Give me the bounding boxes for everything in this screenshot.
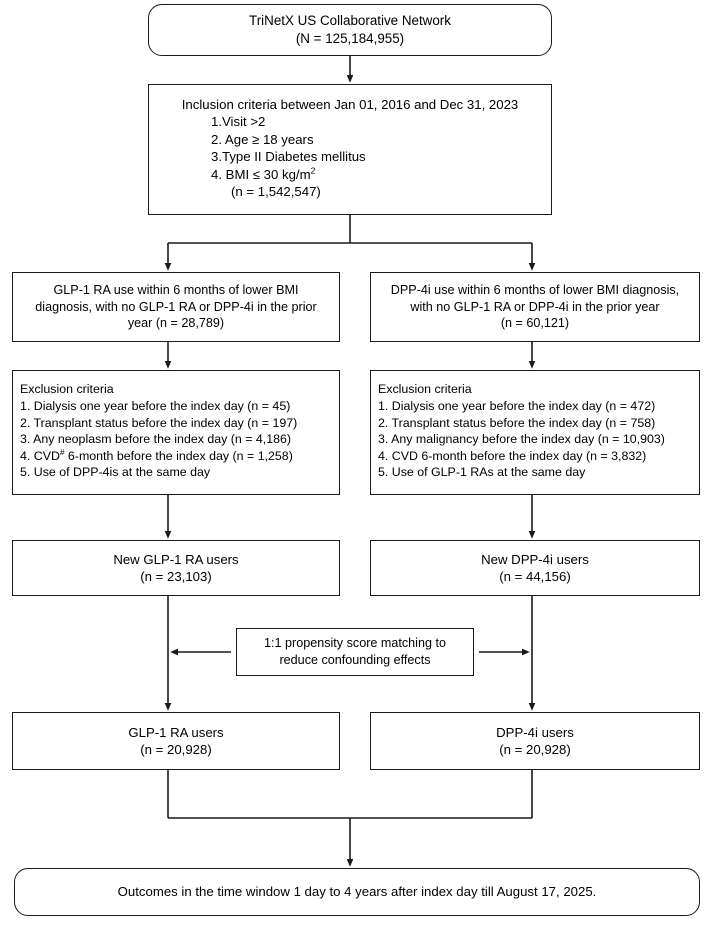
glp1-exclusion-item-2: 2. Transplant status before the index da… (20, 415, 298, 430)
inclusion-item-1: 1.Visit >2 (211, 114, 266, 130)
box-inclusion-criteria: Inclusion criteria between Jan 01, 2016 … (148, 84, 552, 215)
box-dpp4i-exclusion-criteria: Exclusion criteria 1. Dialysis one year … (370, 370, 700, 495)
glp1-exclusion-item-5: 5. Use of DPP-4is at the same day (20, 464, 211, 479)
inclusion-header: Inclusion criteria between Jan 01, 2016 … (181, 97, 519, 112)
glp1-arm-line-1: GLP-1 RA use within 6 months of lower BM… (53, 283, 299, 298)
dpp4i-arm-line-1: DPP-4i use within 6 months of lower BMI … (390, 283, 680, 298)
glp1-arm-line-3: year (n = 28,789) (127, 316, 225, 331)
inclusion-item-4-superscript: 2 (310, 165, 316, 176)
glp1-arm-line-2: diagnosis, with no GLP-1 RA or DPP-4i in… (35, 299, 317, 314)
box-propensity-score-matching: 1:1 propensity score matching to reduce … (236, 628, 474, 676)
inclusion-count: (n = 1,542,547) (231, 184, 321, 200)
inclusion-item-4-text: 4. BMI ≤ 30 kg/m (211, 166, 311, 182)
dpp4i-exclusion-header: Exclusion criteria (378, 382, 472, 396)
matched-dpp4i-users-label: DPP-4i users (496, 724, 574, 740)
glp1-exclusion-item-1: 1. Dialysis one year before the index da… (20, 399, 291, 414)
box-dpp4i-arm: DPP-4i use within 6 months of lower BMI … (370, 272, 700, 342)
box-data-source: TriNetX US Collaborative Network (N = 12… (148, 4, 552, 56)
dpp4i-arm-line-3: (n = 60,121) (500, 316, 570, 331)
matched-glp1-users-label: GLP-1 RA users (128, 724, 224, 740)
propensity-matching-line-1: 1:1 propensity score matching to (263, 636, 446, 651)
glp1-exclusion-item-4: 4. CVD# 6-month before the index day (n … (20, 448, 332, 464)
box-glp1-arm: GLP-1 RA use within 6 months of lower BM… (12, 272, 340, 342)
glp1-exclusion-header: Exclusion criteria (20, 382, 114, 396)
data-source-count: (N = 125,184,955) (295, 31, 405, 46)
matched-dpp4i-users-count: (n = 20,928) (499, 742, 571, 757)
box-glp1-exclusion-criteria: Exclusion criteria 1. Dialysis one year … (12, 370, 340, 495)
glp1-exclusion-item-4-prefix: 4. CVD (20, 448, 60, 463)
glp1-exclusion-item-3: 3. Any neoplasm before the index day (n … (20, 432, 292, 447)
new-glp1-users-label: New GLP-1 RA users (113, 551, 239, 567)
new-dpp4i-users-label: New DPP-4i users (481, 551, 589, 567)
glp1-exclusion-item-4-rest: 6-month before the index day (n = 1,258) (64, 448, 293, 463)
box-matched-glp1-users: GLP-1 RA users (n = 20,928) (12, 712, 340, 770)
new-glp1-users-count: (n = 23,103) (140, 569, 212, 584)
dpp4i-exclusion-item-1: 1. Dialysis one year before the index da… (378, 399, 656, 414)
dpp4i-exclusion-item-2: 2. Transplant status before the index da… (378, 415, 656, 430)
dpp4i-arm-line-2: with no GLP-1 RA or DPP-4i in the prior … (410, 299, 660, 314)
outcomes-text: Outcomes in the time window 1 day to 4 y… (117, 884, 597, 900)
matched-glp1-users-count: (n = 20,928) (140, 742, 212, 757)
data-source-title: TriNetX US Collaborative Network (249, 13, 451, 29)
box-new-dpp4i-users: New DPP-4i users (n = 44,156) (370, 540, 700, 596)
inclusion-item-2: 2. Age ≥ 18 years (211, 131, 314, 147)
propensity-matching-line-2: reduce confounding effects (279, 653, 431, 667)
box-new-glp1-users: New GLP-1 RA users (n = 23,103) (12, 540, 340, 596)
inclusion-item-4: 4. BMI ≤ 30 kg/m2 (149, 166, 551, 183)
inclusion-item-3: 3.Type II Diabetes mellitus (211, 149, 366, 165)
new-dpp4i-users-count: (n = 44,156) (499, 569, 571, 584)
dpp4i-exclusion-item-3: 3. Any malignancy before the index day (… (378, 432, 665, 447)
box-matched-dpp4i-users: DPP-4i users (n = 20,928) (370, 712, 700, 770)
dpp4i-exclusion-item-5: 5. Use of GLP-1 RAs at the same day (378, 464, 586, 479)
dpp4i-exclusion-item-4: 4. CVD 6-month before the index day (n =… (378, 448, 647, 463)
glp1-exclusion-item-4-superscript: # (59, 447, 65, 457)
box-outcomes: Outcomes in the time window 1 day to 4 y… (14, 868, 700, 916)
